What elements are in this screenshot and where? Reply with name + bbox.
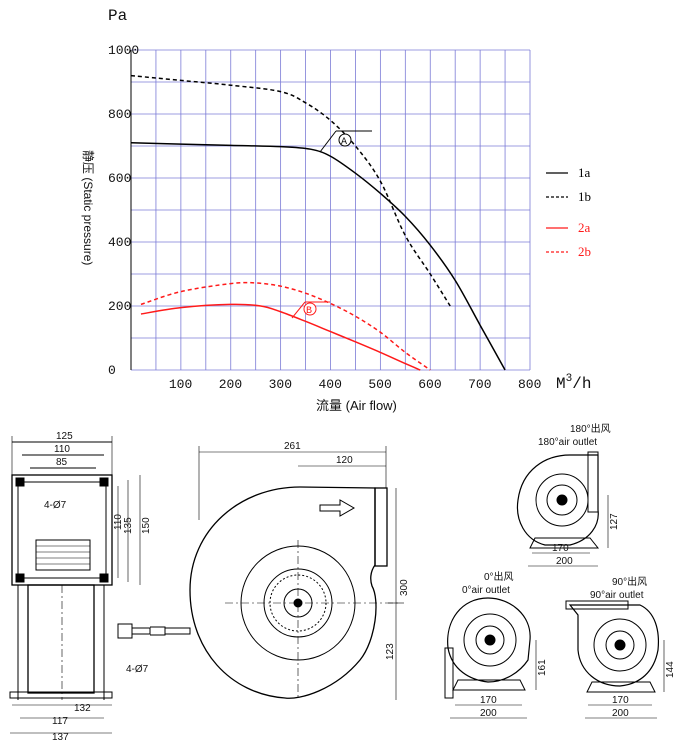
y-tick-label: 1000 (108, 43, 139, 58)
outlet-90-dim-144: 144 (665, 661, 676, 678)
side-hole-bottom: 4-Ø7 (126, 664, 149, 675)
chart-legend: 1a 1b 2a 2b (546, 165, 591, 259)
outlet-180-dim-127: 127 (609, 513, 620, 530)
side-dim-85: 85 (56, 457, 68, 468)
chart-grid (130, 49, 531, 371)
chart-curves (130, 74, 506, 371)
x-tick-label: 700 (468, 377, 491, 392)
series-line-2a (140, 303, 421, 371)
outlet-90-title-cn: 90°出风 (612, 575, 647, 588)
x-tick-label: 300 (269, 377, 292, 392)
y-tick-labels: 1000 800 600 400 200 0 (108, 43, 139, 378)
performance-chart: 100 200 300 400 500 600 700 800 1000 800 600 400 20… (81, 7, 591, 413)
side-dim-132: 132 (74, 703, 91, 714)
outlet-0-dim-200: 200 (480, 708, 497, 719)
outlet-0-title-en: 0°air outlet (462, 585, 510, 596)
outlet-90-dim-200: 200 (612, 708, 629, 719)
y-axis-label: 静压 (Static pressure) (81, 150, 95, 265)
outlet-0-dim-170: 170 (480, 695, 497, 706)
side-dim-150-v: 150 (141, 517, 152, 534)
outlet-180-dim-170: 170 (552, 543, 569, 554)
side-dim-137: 137 (52, 732, 69, 743)
x-axis-label: 流量 (Air flow) (316, 398, 397, 413)
side-dim-110-v: 110 (113, 514, 124, 530)
y-tick-label: 200 (108, 299, 131, 314)
x-tick-label: 400 (319, 377, 342, 392)
annotation-label-A: A (341, 137, 347, 148)
annotation-label-B: B (306, 306, 312, 317)
x-tick-label: 600 (418, 377, 441, 392)
side-dim-110: 110 (54, 444, 70, 455)
annotation-B: B (291, 301, 330, 319)
outlet-90-dim-170: 170 (612, 695, 629, 706)
series-line-1b (130, 74, 451, 307)
y-tick-label: 800 (108, 107, 131, 122)
y-unit-label: Pa (108, 7, 128, 25)
side-hole-top: 4-Ø7 (44, 500, 67, 511)
outlet-0-title-cn: 0°出风 (484, 570, 514, 583)
outlet-180-dim-200: 200 (556, 556, 573, 567)
x-unit-label: M3/h (556, 373, 591, 393)
series-line-2b (140, 281, 431, 371)
outlet-90-drawing (565, 600, 665, 719)
outlet-180-drawing (516, 451, 609, 567)
y-tick-label: 400 (108, 235, 131, 250)
front-dim-123: 123 (385, 643, 396, 660)
outlet-0-drawing (444, 597, 537, 719)
y-tick-label: 600 (108, 171, 131, 186)
annotation-A: A (319, 130, 372, 153)
x-tick-label: 100 (169, 377, 192, 392)
side-dim-117: 117 (52, 716, 68, 727)
outlet-0-dim-161: 161 (537, 659, 548, 676)
outlet-90-title-en: 90°air outlet (590, 590, 644, 601)
side-view-drawing (9, 436, 191, 734)
side-dim-125: 125 (56, 431, 73, 442)
outlet-180-title-cn: 180°出风 (570, 422, 611, 435)
x-tick-label: 800 (518, 377, 541, 392)
legend-label-2a: 2a (578, 220, 591, 235)
front-dim-300: 300 (399, 579, 410, 596)
x-tick-label: 500 (368, 377, 391, 392)
series-line-1a (130, 142, 506, 371)
front-view-drawing (189, 446, 404, 700)
legend-label-2b: 2b (578, 244, 591, 259)
legend-label-1a: 1a (578, 165, 591, 180)
x-tick-label: 200 (219, 377, 242, 392)
legend-label-1b: 1b (578, 189, 591, 204)
front-dim-261: 261 (284, 441, 301, 452)
outlet-180-title-en: 180°air outlet (538, 437, 597, 448)
y-tick-label: 0 (108, 363, 116, 378)
side-dim-135-v: 135 (123, 517, 134, 534)
x-tick-labels: 100 200 300 400 500 600 700 800 (169, 377, 542, 392)
front-dim-120: 120 (336, 455, 353, 466)
